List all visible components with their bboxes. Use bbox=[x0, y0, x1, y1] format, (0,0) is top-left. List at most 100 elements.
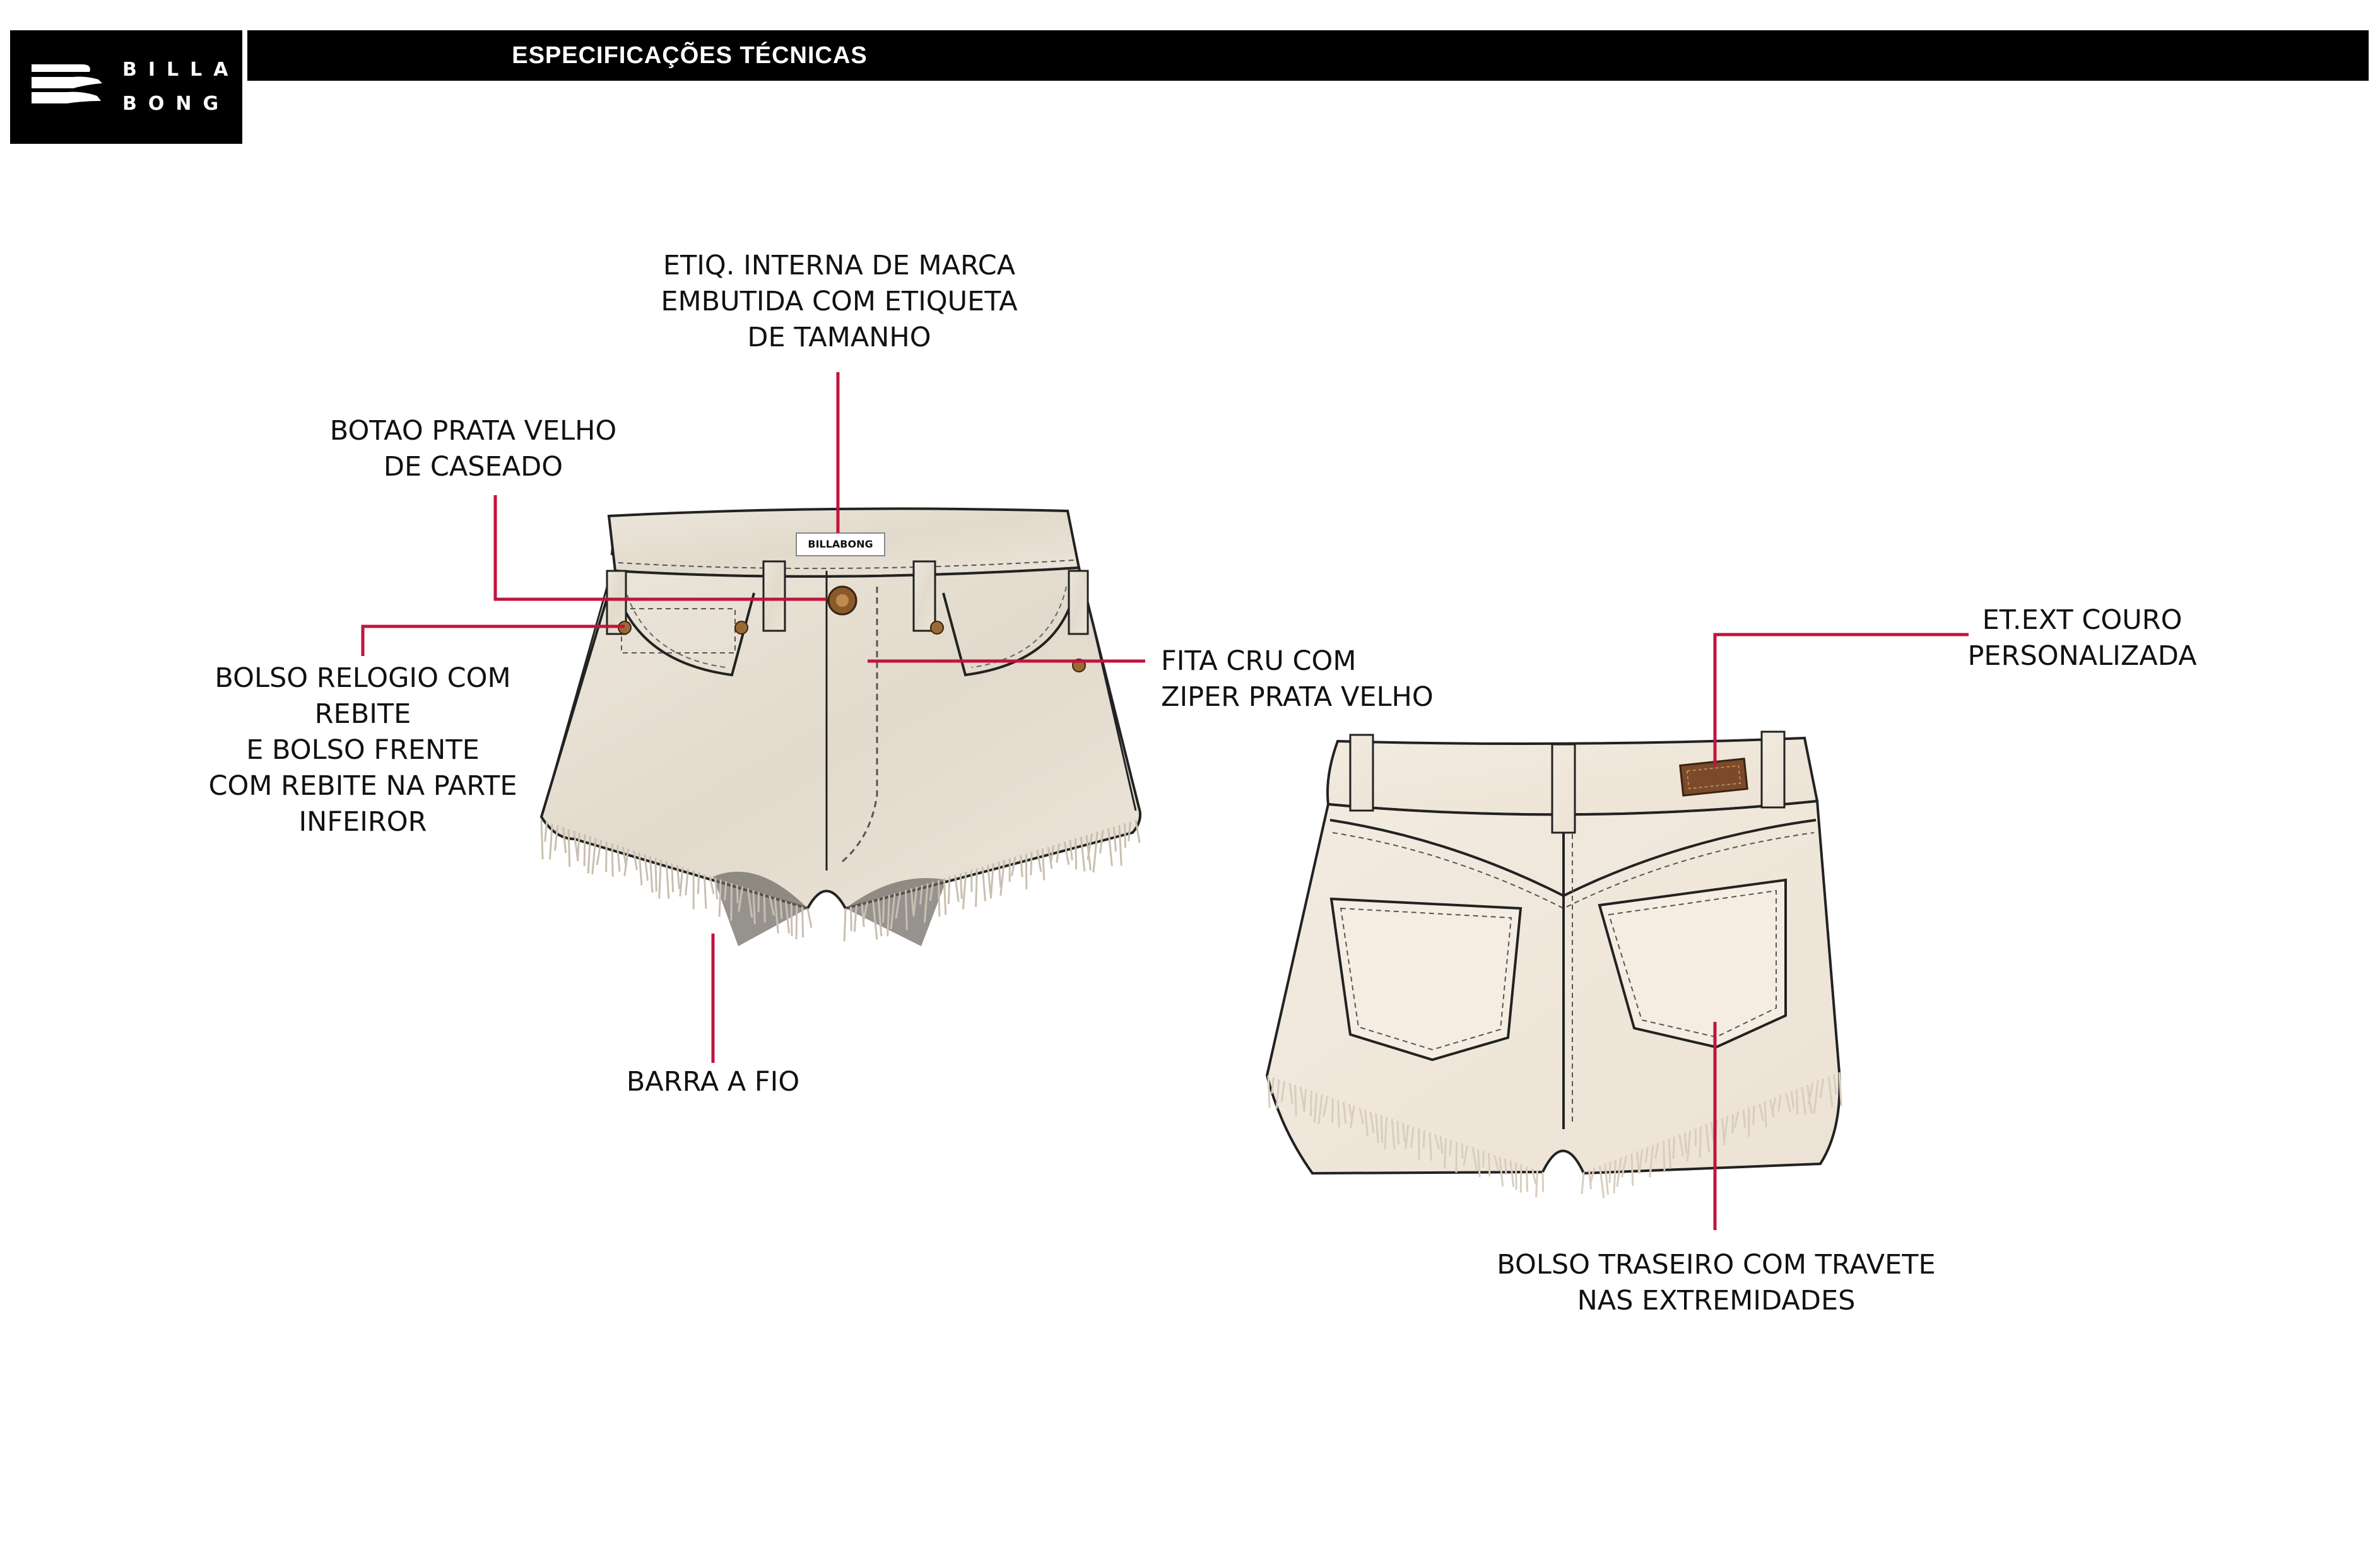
callout-back-pocket-line1: BOLSO TRASEIRO COM TRAVETE bbox=[1497, 1249, 1936, 1281]
fringe-thread bbox=[795, 905, 798, 940]
fringe-thread bbox=[736, 884, 739, 903]
front-shorts-drawing bbox=[539, 507, 1141, 946]
fringe-thread bbox=[649, 856, 654, 893]
fringe-thread bbox=[697, 872, 700, 894]
fringe-thread bbox=[890, 893, 896, 930]
fringe-thread bbox=[1303, 1088, 1307, 1112]
fringe-thread bbox=[596, 840, 603, 865]
callout-watch-pocket-line1: BOLSO RELOGIO COM bbox=[215, 662, 511, 694]
fringe-thread bbox=[882, 896, 885, 923]
fringe-thread bbox=[709, 876, 715, 894]
fringe-thread bbox=[1769, 1099, 1775, 1118]
fringe-thread bbox=[665, 861, 670, 899]
fringe-thread bbox=[1630, 1153, 1634, 1187]
fringe-thread bbox=[540, 819, 544, 860]
fringe-thread bbox=[1644, 1147, 1649, 1163]
fringe-thread bbox=[1509, 1160, 1515, 1187]
callout-back-pocket: BOLSO TRASEIRO COM TRAVETE NAS EXTREMIDA… bbox=[1432, 1247, 2000, 1319]
fringe-thread bbox=[1092, 831, 1099, 873]
fringe-thread bbox=[912, 886, 918, 917]
fringe-thread bbox=[1410, 1126, 1415, 1149]
fringe-thread bbox=[1020, 855, 1023, 877]
fringe-thread bbox=[611, 843, 614, 877]
callout-watch-pocket-line5: INFEIROR bbox=[298, 806, 427, 838]
fringe-thread bbox=[1405, 1124, 1410, 1149]
fringe-thread bbox=[676, 865, 681, 889]
fringe-thread bbox=[587, 836, 592, 874]
leader-button bbox=[493, 495, 827, 601]
fringe-thread bbox=[622, 847, 627, 866]
fringe-thread bbox=[1434, 1134, 1440, 1149]
leader-leather-patch bbox=[1713, 633, 1969, 766]
fringe-thread bbox=[1531, 1168, 1537, 1185]
fringe-thread bbox=[1678, 1134, 1684, 1157]
fringe-thread bbox=[1535, 1169, 1538, 1198]
fringe-thread bbox=[1471, 1147, 1478, 1172]
fringe-thread bbox=[1819, 1078, 1825, 1098]
fringe-thread bbox=[1616, 1157, 1622, 1187]
fringe-thread bbox=[895, 891, 902, 919]
fringe-thread bbox=[1833, 1074, 1837, 1095]
fringe-thread bbox=[1342, 1101, 1347, 1124]
fringe-thread bbox=[1742, 1110, 1747, 1128]
fringe-thread bbox=[638, 852, 643, 886]
fringe-thread bbox=[644, 854, 649, 881]
billabong-wave-icon bbox=[32, 64, 102, 103]
fringe-thread bbox=[1493, 1154, 1500, 1171]
fringe-thread bbox=[1613, 1159, 1617, 1193]
fringe-thread bbox=[1635, 1151, 1641, 1173]
fringe-thread bbox=[923, 883, 929, 923]
fringe-thread bbox=[562, 827, 567, 853]
fringe-thread bbox=[1288, 1082, 1293, 1105]
fringe-thread bbox=[1827, 1076, 1834, 1108]
callout-leather-patch-line2: PERSONALIZADA bbox=[1967, 640, 2197, 672]
fringe-thread bbox=[1348, 1103, 1353, 1119]
fringe-thread bbox=[1280, 1081, 1286, 1103]
fringe-thread bbox=[999, 860, 1006, 896]
fringe-thread bbox=[904, 889, 908, 930]
fringe-thread bbox=[1796, 1089, 1799, 1115]
fringe-thread bbox=[1112, 826, 1117, 852]
fringe-thread bbox=[938, 880, 941, 917]
fringe-thread bbox=[1429, 1132, 1432, 1161]
fringe-thread bbox=[843, 908, 847, 942]
fringe-thread bbox=[1439, 1135, 1444, 1154]
fringe-thread bbox=[943, 878, 947, 915]
fringe-thread bbox=[801, 906, 804, 938]
fringe-thread bbox=[1271, 1077, 1275, 1094]
fringe-thread bbox=[1041, 848, 1046, 881]
fringe-thread bbox=[877, 898, 883, 937]
fringe-thread bbox=[616, 845, 621, 872]
fringe-thread bbox=[959, 873, 963, 900]
fringe-thread bbox=[1654, 1142, 1659, 1159]
callout-internal-label-line3: DE TAMANHO bbox=[747, 322, 931, 353]
fringe-thread bbox=[910, 888, 914, 914]
logo-text-line1: BILLA bbox=[122, 59, 240, 81]
fringe-thread bbox=[714, 877, 719, 900]
callout-leather-patch: ET.EXT COURO PERSONALIZADA bbox=[1912, 602, 2253, 674]
fringe-thread bbox=[763, 894, 766, 923]
fringe-thread bbox=[658, 859, 662, 899]
callout-zipper-line2: ZIPER PRATA VELHO bbox=[1161, 681, 1434, 713]
fringe-thread bbox=[685, 869, 690, 896]
fringe-thread bbox=[1322, 1096, 1329, 1117]
fringe-thread bbox=[1358, 1107, 1364, 1124]
fringe-thread bbox=[1049, 845, 1055, 864]
fringe-thread bbox=[929, 881, 934, 901]
fringe-thread bbox=[1588, 1169, 1593, 1190]
fringe-thread bbox=[544, 821, 548, 842]
fringe-thread bbox=[1294, 1084, 1297, 1117]
callout-watch-pocket: BOLSO RELOGIO COM REBITE E BOLSO FRENTE … bbox=[177, 660, 549, 840]
fringe-thread bbox=[1525, 1166, 1529, 1192]
fringe-thread bbox=[605, 841, 608, 872]
fringe-thread bbox=[1069, 840, 1073, 860]
fringe-thread bbox=[1380, 1115, 1384, 1143]
fringe-thread bbox=[850, 906, 852, 931]
fringe-thread bbox=[1668, 1139, 1672, 1169]
fringe-thread bbox=[919, 884, 924, 905]
fringe-thread bbox=[1790, 1091, 1795, 1108]
leader-watch-pocket bbox=[361, 624, 625, 656]
fringe-thread bbox=[1396, 1120, 1400, 1145]
fringe-thread bbox=[769, 895, 775, 916]
